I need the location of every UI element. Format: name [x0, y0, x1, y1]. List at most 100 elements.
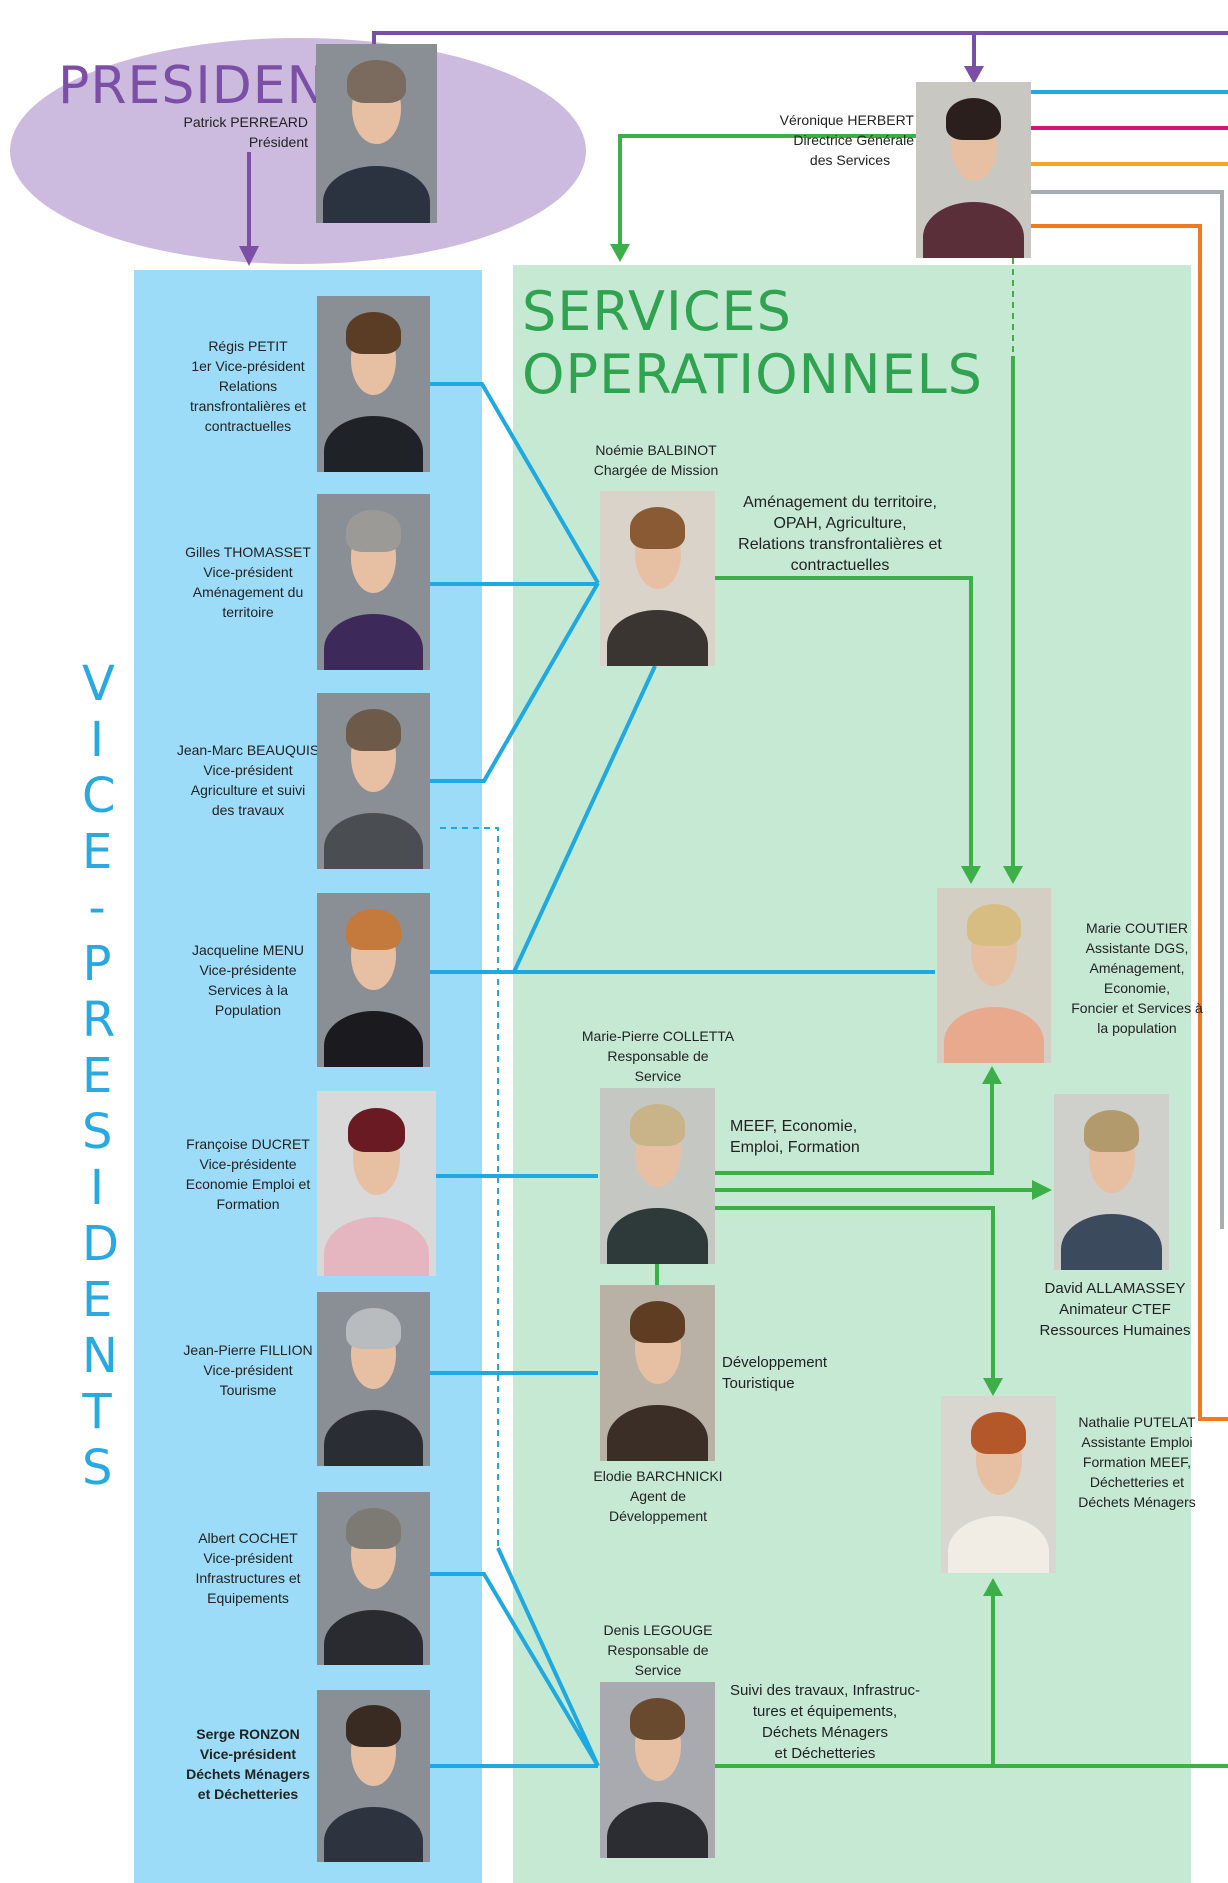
- staff-line: Déchets Ménagers: [1078, 1494, 1196, 1510]
- staff-photo: [1054, 1094, 1169, 1270]
- vp-title-letter: R: [82, 992, 116, 1048]
- dgs-role-line1: Directrice Générale: [793, 132, 914, 148]
- staff-photo: [941, 1396, 1056, 1573]
- vp-line: Aménagement du: [192, 584, 304, 600]
- vp-name: Albert COCHET: [198, 1530, 298, 1546]
- balbinot-to-coutier-line: [715, 576, 973, 870]
- vp-photo: [317, 296, 430, 472]
- president-role: Président: [248, 134, 308, 150]
- vp-name: Gilles THOMASSET: [185, 544, 311, 560]
- dgs-photo: [916, 82, 1031, 258]
- vp-line: Infrastructures et: [195, 1570, 301, 1586]
- colletta-to-coutier-line: [715, 1078, 994, 1175]
- desc-line: et Déchetteries: [774, 1745, 876, 1762]
- staff-card: David ALLAMASSEY Animateur CTEF Ressourc…: [1020, 1278, 1210, 1341]
- staff-name: Nathalie PUTELAT: [1078, 1414, 1196, 1430]
- staff-photo: [600, 1285, 715, 1461]
- vp-line: et Déchetteries: [197, 1786, 299, 1802]
- dgs-grey-line: [1031, 190, 1224, 1229]
- staff-role: Service: [634, 1068, 682, 1084]
- vp-line: Vice-président: [203, 1550, 293, 1566]
- vp-line: Vice-président: [203, 564, 293, 580]
- desc-line: Touristique: [722, 1375, 795, 1392]
- vp-line: transfrontalières et: [190, 398, 306, 414]
- vp-line: Déchets Ménagers: [186, 1766, 310, 1782]
- arrow-services: [610, 244, 630, 262]
- staff-photo: [600, 491, 715, 666]
- staff-line: Déchetteries et: [1089, 1474, 1185, 1490]
- vp-line: des travaux: [211, 802, 285, 818]
- vp-name: Serge RONZON: [196, 1726, 300, 1742]
- president-line-top: [372, 31, 1228, 44]
- vp-line: Vice-président: [203, 762, 293, 778]
- vp-line: Tourisme: [219, 1382, 277, 1398]
- vp-line: Equipements: [207, 1590, 289, 1606]
- president-to-dgs-arrow: [964, 66, 984, 84]
- president-photo: [316, 44, 437, 223]
- vp-card: Jacqueline MENU Vice-présidente Services…: [160, 940, 336, 1020]
- desc-line: tures et équipements,: [752, 1703, 898, 1720]
- desc-line: Aménagement du territoire,: [743, 494, 937, 511]
- staff-name: Noémie BALBINOT: [595, 442, 717, 458]
- vp-card: Jean-Marc BEAUQUIS Vice-président Agricu…: [160, 740, 336, 820]
- dgs-name: Véronique HERBERT: [779, 112, 914, 128]
- vp-name: Régis PETIT: [208, 338, 288, 354]
- vp-card: Gilles THOMASSET Vice-président Aménagem…: [160, 542, 336, 622]
- vp-title-letter: E: [82, 1048, 113, 1104]
- menu-to-balbinot-line: [512, 665, 657, 973]
- dgs-to-services-line: [618, 134, 916, 248]
- staff-role: Développement: [608, 1508, 708, 1524]
- vp-card: Françoise DUCRET Vice-présidente Economi…: [160, 1134, 336, 1214]
- colletta-to-putelat-line: [715, 1206, 995, 1382]
- president-to-vp-arrow: [239, 246, 259, 266]
- vp-line: Vice-président: [203, 1362, 293, 1378]
- vp-photo: [317, 693, 430, 869]
- staff-name: Marie COUTIER: [1086, 920, 1188, 936]
- vp-name: Jean-Marc BEAUQUIS: [176, 742, 320, 758]
- vp-name: Jacqueline MENU: [191, 942, 305, 958]
- vp-card: Jean-Pierre FILLION Vice-président Touri…: [160, 1340, 336, 1400]
- staff-description: Aménagement du territoire, OPAH, Agricul…: [720, 492, 960, 576]
- desc-line: contractuelles: [790, 557, 890, 574]
- staff-role: Responsable de: [607, 1048, 709, 1064]
- vp-line: territoire: [222, 604, 274, 620]
- vp-line: Economie Emploi et: [185, 1176, 311, 1192]
- desc-line: Relations transfrontalières et: [738, 536, 942, 553]
- staff-photo: [937, 888, 1051, 1063]
- vp-line: Vice-président: [199, 1746, 297, 1762]
- dgs-role-line2: des Services: [809, 152, 891, 168]
- arrow-putelat-2: [983, 1578, 1003, 1596]
- staff-line: Assistante Emploi: [1081, 1434, 1193, 1450]
- staff-card: Marie-Pierre COLLETTA Responsable de Ser…: [560, 1026, 756, 1086]
- vp-card: Régis PETIT 1er Vice-président Relations…: [160, 336, 336, 436]
- staff-line: Aménagement,: [1089, 960, 1185, 976]
- president-name: Patrick PERREARD: [183, 114, 308, 130]
- vp-photo: [317, 1492, 430, 1665]
- dgs-darkorange-line: [1031, 224, 1228, 1421]
- staff-card: Noémie BALBINOT Chargée de Mission: [560, 440, 752, 480]
- staff-line: Assistante DGS,: [1085, 940, 1189, 956]
- desc-line: Suivi des travaux, Infrastruc-: [729, 1682, 921, 1699]
- vp-title-letter: S: [82, 1440, 113, 1496]
- staff-line: Animateur CTEF: [1059, 1301, 1171, 1318]
- vp-photo: [317, 1690, 430, 1862]
- staff-line: Economie,: [1103, 980, 1171, 996]
- vp-title-letter: -: [88, 880, 106, 936]
- president-title: PRESIDENT: [58, 56, 360, 116]
- vp-title-letter: C: [82, 768, 116, 824]
- arrow-coutier-3: [982, 1066, 1002, 1084]
- staff-role: Responsable de: [607, 1642, 709, 1658]
- staff-line: Formation MEEF,: [1082, 1454, 1192, 1470]
- cochet-line: [430, 1572, 600, 1768]
- vp-line: Population: [214, 1002, 282, 1018]
- vp-line: Vice-présidente: [199, 962, 297, 978]
- staff-line: la population: [1097, 1020, 1177, 1036]
- vp-photo: [317, 1292, 430, 1466]
- vp-line: 1er Vice-président: [191, 358, 305, 374]
- vp-line: Services à la: [207, 982, 289, 998]
- staff-name: Elodie BARCHNICKI: [593, 1468, 723, 1484]
- vp-card: Serge RONZON Vice-président Déchets Ména…: [160, 1724, 336, 1804]
- staff-line: Foncier et Services à: [1071, 1000, 1203, 1016]
- desc-line: Déchets Ménagers: [762, 1724, 888, 1741]
- beauquis-to-legouge-line: [496, 1547, 600, 1767]
